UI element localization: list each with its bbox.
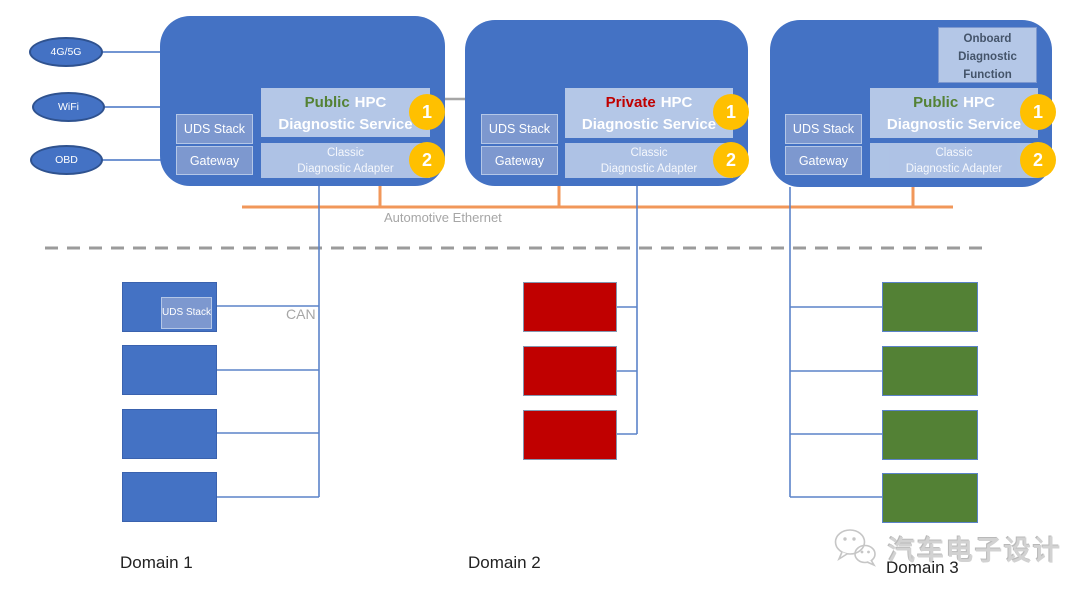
domain3-ecu-1 [882, 282, 978, 332]
classic-diagnostic-adapter-box: Classic Diagnostic Adapter [565, 143, 733, 178]
domain2-ecu-2 [523, 346, 617, 396]
service-prefix: Public [304, 94, 350, 111]
service-rest: HPC [660, 94, 693, 111]
service-rest: HPC [963, 94, 995, 111]
service-title-line2: Diagnostic Service [581, 115, 717, 133]
step-badge-1: 1 [1020, 94, 1056, 130]
adapter-line2: Diagnostic Adapter [600, 163, 698, 176]
adapter-line2: Diagnostic Adapter [905, 163, 1003, 176]
can-trunk-lines [318, 184, 791, 497]
uds-stack-box: UDS Stack [785, 114, 862, 144]
domain3-label: Domain 3 [886, 558, 959, 577]
domain2-branch-lines [617, 306, 637, 435]
service-prefix: Private [605, 94, 656, 111]
domain1-branch-lines [217, 305, 319, 498]
domain3-ecu-4 [882, 473, 978, 523]
uds-stack-label: UDS Stack [488, 122, 551, 136]
can-label: CAN [286, 306, 316, 322]
service-title-line2: Diagnostic Service [886, 115, 1022, 133]
adapter-line2: Diagnostic Adapter [297, 163, 394, 176]
input-node-wifi: WiFi [32, 92, 105, 122]
badge-number: 1 [1032, 101, 1043, 122]
domain1-label: Domain 1 [120, 553, 193, 572]
input-label: OBD [55, 154, 78, 166]
step-badge-1: 1 [713, 94, 749, 130]
ecu-uds-stack-box: UDS Stack [161, 297, 212, 329]
input-node-obd: OBD [30, 145, 103, 175]
uds-stack-label: UDS Stack [183, 122, 246, 136]
domain1-ecu-2 [122, 345, 217, 395]
input-node-4g5g: 4G/5G [29, 37, 103, 67]
domain3-ecu-3 [882, 410, 978, 460]
input-label: 4G/5G [50, 46, 82, 58]
domain2-ecu-3 [523, 410, 617, 460]
service-prefix: Public [913, 94, 959, 111]
ethernet-bus-lines [242, 182, 953, 209]
wechat-icon [834, 529, 876, 567]
domain1-ecu-4 [122, 472, 217, 522]
uds-stack-label: UDS Stack [792, 122, 855, 136]
gateway-label: Gateway [189, 153, 240, 168]
uds-stack-box: UDS Stack [481, 114, 558, 144]
domain3-branch-lines [790, 306, 882, 498]
step-badge-2: 2 [409, 142, 445, 178]
gateway-label: Gateway [494, 153, 545, 168]
step-badge-2: 2 [1020, 142, 1056, 178]
uds-stack-box: UDS Stack [176, 114, 253, 144]
badge-number: 1 [421, 101, 432, 122]
step-badge-1: 1 [409, 94, 445, 130]
badge-number: 1 [725, 101, 736, 122]
classic-diagnostic-adapter-box: Classic Diagnostic Adapter [870, 143, 1038, 178]
adapter-line1: Classic [326, 147, 365, 159]
gateway-label: Gateway [798, 153, 849, 168]
service-title-line2: Diagnostic Service [278, 115, 413, 133]
service-rest: HPC [354, 94, 387, 111]
ecu-uds-stack-label: UDS Stack [162, 306, 211, 318]
badge-number: 2 [421, 149, 432, 170]
gateway-box: Gateway [176, 146, 253, 175]
badge-number: 2 [1032, 149, 1043, 170]
onboard-label: Onboard Diagnostic Function [958, 33, 1017, 81]
watermark-text: 汽车电子设计 [888, 535, 1062, 566]
gateway-box: Gateway [785, 146, 862, 175]
input-label: WiFi [58, 101, 79, 113]
ethernet-label: Automotive Ethernet [384, 210, 502, 225]
domain2-label: Domain 2 [468, 553, 541, 572]
onboard-diagnostic-function-box: Onboard Diagnostic Function [938, 27, 1037, 83]
gateway-box: Gateway [481, 146, 558, 175]
input-connector-lines [100, 51, 162, 161]
adapter-line1: Classic [630, 147, 668, 159]
watermark: 汽车电子设计 [832, 526, 1062, 570]
adapter-line1: Classic [935, 147, 973, 159]
domain2-ecu-1 [523, 282, 617, 332]
classic-diagnostic-adapter-box: Classic Diagnostic Adapter [261, 143, 430, 178]
domain3-ecu-2 [882, 346, 978, 396]
domain1-ecu-3 [122, 409, 217, 459]
domain1-ecu-1: UDS Stack [122, 282, 217, 332]
step-badge-2: 2 [713, 142, 749, 178]
badge-number: 2 [725, 149, 736, 170]
hpc-block-3: Onboard Diagnostic Function UDS Stack Ga… [770, 20, 1052, 187]
